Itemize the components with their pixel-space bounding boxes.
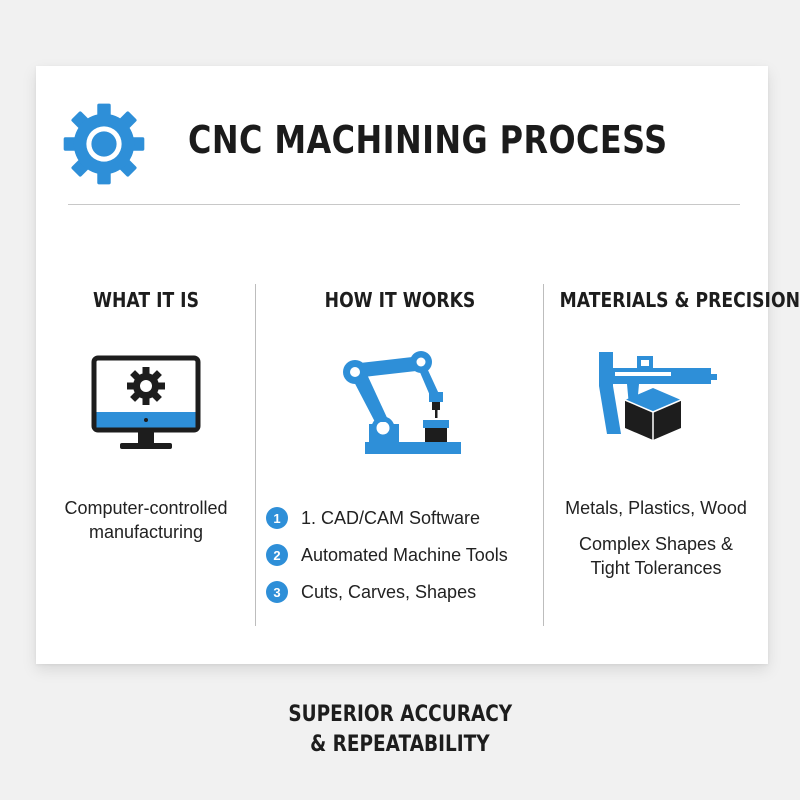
step-number-badge: 2	[266, 544, 288, 566]
description-line: Metals, Plastics, Wood	[565, 498, 747, 518]
what-it-is-description: Computer-controlled manufacturing	[36, 496, 256, 544]
list-item: 1 1. CAD/CAM Software	[266, 506, 508, 530]
column-heading: HOW IT WORKS	[324, 288, 476, 312]
header: CNC MACHINING PROCESS	[60, 100, 750, 190]
column-divider	[255, 284, 256, 626]
materials-description: Metals, Plastics, Wood	[544, 496, 768, 520]
description-line: Tight Tolerances	[590, 558, 722, 578]
infographic-card: CNC MACHINING PROCESS WHAT IT IS	[36, 66, 800, 664]
tagline-line: & REPEATABILITY	[310, 732, 490, 757]
list-item: 2 Automated Machine Tools	[266, 543, 508, 567]
footer-tagline: SUPERIOR ACCURACY & REPEATABILITY	[0, 700, 800, 760]
monitor-gear-icon	[91, 355, 201, 449]
description-line: Complex Shapes &	[578, 534, 734, 554]
page-title: CNC MACHINING PROCESS	[188, 118, 668, 162]
step-label: 1. CAD/CAM Software	[301, 507, 481, 528]
gear-icon	[63, 103, 145, 185]
description-line: manufacturing	[88, 522, 204, 542]
header-divider	[68, 204, 740, 205]
step-number-badge: 1	[266, 507, 288, 529]
precision-description: Complex Shapes & Tight Tolerances	[544, 532, 768, 580]
step-label: Automated Machine Tools	[301, 544, 508, 565]
column-how-it-works: HOW IT WORKS 1 1. CAD/CAM Software	[256, 284, 544, 664]
step-number-badge: 3	[266, 581, 288, 603]
caliper-block-icon	[599, 352, 717, 440]
robotic-arm-icon	[343, 351, 461, 454]
column-what-it-is: WHAT IT IS Computer-controlled manuf	[36, 284, 256, 664]
column-materials-precision: MATERIALS & PRECISION Metals, Plastics, …	[544, 284, 800, 664]
description-line: Computer-controlled	[64, 498, 228, 518]
step-label: Cuts, Carves, Shapes	[301, 581, 477, 602]
tagline-line: SUPERIOR ACCURACY	[288, 702, 512, 727]
column-divider	[543, 284, 544, 626]
column-heading: WHAT IT IS	[93, 288, 199, 312]
process-steps: 1 1. CAD/CAM Software 2 Automated Machin…	[266, 506, 508, 617]
column-heading: MATERIALS & PRECISION	[559, 288, 800, 312]
list-item: 3 Cuts, Carves, Shapes	[266, 580, 508, 604]
